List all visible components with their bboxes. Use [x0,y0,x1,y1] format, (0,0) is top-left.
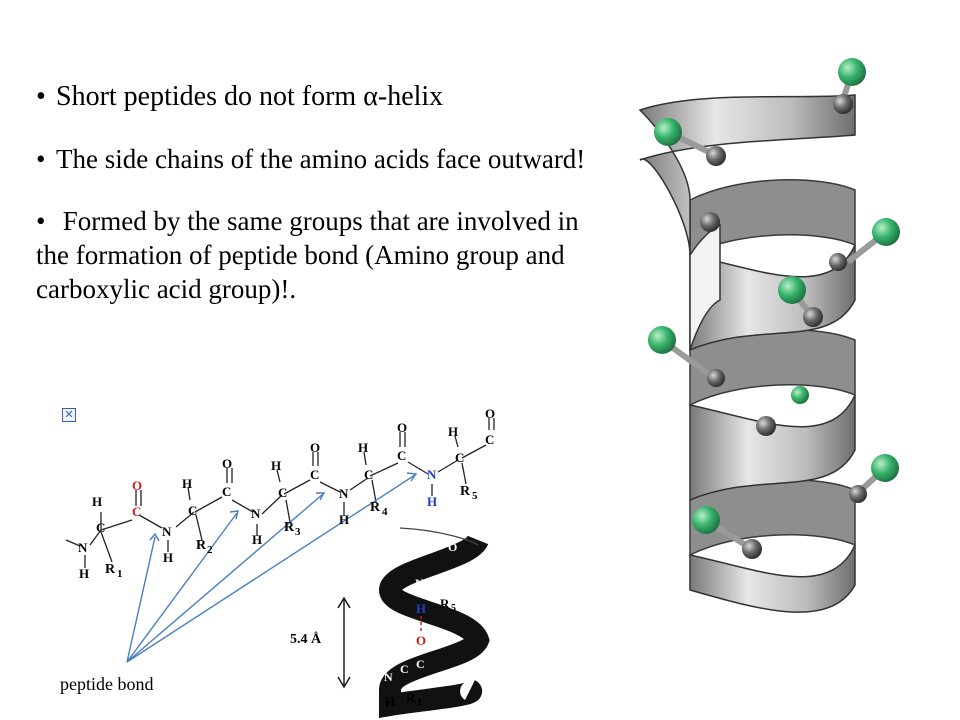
atom-o: O [448,540,458,554]
atom-c: C [397,448,407,463]
atom-r-sub: 4 [382,506,388,518]
broken-image-icon: ✕ [62,408,76,422]
atom-o: O [397,420,408,435]
bullet-marker: • [36,206,46,236]
atom-h: H [92,494,103,509]
atom-o: O [310,440,321,455]
helix-ribbon-front [638,94,856,613]
atom-c: C [188,503,198,518]
peptide-bond-label: peptide bond [60,674,154,694]
atom-r-sub: 1 [117,568,123,580]
atom-r: R [460,484,471,499]
atom-h: H [79,566,90,581]
atom-c: C [96,520,106,535]
bullet-marker: • [36,81,46,112]
atom-r: R [196,538,207,553]
atom-r-sub: 5 [472,490,478,502]
atom-h: H [385,694,396,709]
atom-r: R [406,690,416,705]
atom-n: N [251,506,261,521]
atom-r: R [105,562,116,577]
atom-r: R [284,520,295,535]
atom-r-sub: 2 [207,544,213,556]
atom-r: R [440,596,450,611]
bullet-list: • Short peptides do not form α-helix • The… [36,80,606,334]
atom-n: N [162,524,172,539]
atom-c: C [222,484,232,499]
atom-h: H [448,424,459,439]
atom-c: C [364,467,374,482]
atom-h: H [252,532,263,547]
small-helix-diagram [337,527,490,718]
peptide-bond-arrows [126,472,418,663]
atom-c: C [310,467,320,482]
atom-h: H [427,494,438,509]
atom-c: C [485,432,495,447]
side-chains [648,58,900,559]
atom-o: O [485,406,496,421]
atom-o: O [222,456,233,471]
atom-r-sub: 3 [295,526,301,538]
atom-r: R [370,500,381,515]
atom-h: H [271,458,282,473]
peptide-chain-bonds [65,418,495,568]
bullet-item: • The side chains of the amino acids face… [36,142,606,176]
pitch-label: 5.4 Å [290,632,322,647]
bullet-marker: • [36,144,46,174]
atom-c: C [432,574,441,588]
atom-c: C [455,450,465,465]
atom-h: H [163,550,174,565]
bullet-text: The side chains of the amino acids face … [56,144,586,174]
atom-c: C [400,662,409,676]
bullet-item: • Formed by the same groups that are inv… [36,204,606,306]
atom-c: C [278,485,288,500]
atom-n: N [339,486,349,501]
atom-h: H [339,512,350,527]
atom-n: N [427,467,437,482]
atom-n: N [78,540,88,555]
bullet-text: Short peptides do not form α-helix [56,81,444,112]
atom-h: H [182,476,193,491]
atom-h: H [416,601,427,616]
atom-n: N [415,576,424,590]
atom-n: N [384,670,393,684]
atom-o: O [132,478,143,493]
atom-r-sub: 1 [417,697,422,708]
atom-c: C [132,504,142,519]
atom-c: C [416,657,425,671]
atom-o: O [416,633,427,648]
atom-c: C [449,566,458,580]
atom-h: H [358,440,369,455]
bullet-item: • Short peptides do not form α-helix [36,80,606,114]
atom-r-sub: 5 [451,603,456,614]
bullet-text: Formed by the same groups that are invol… [36,206,579,304]
